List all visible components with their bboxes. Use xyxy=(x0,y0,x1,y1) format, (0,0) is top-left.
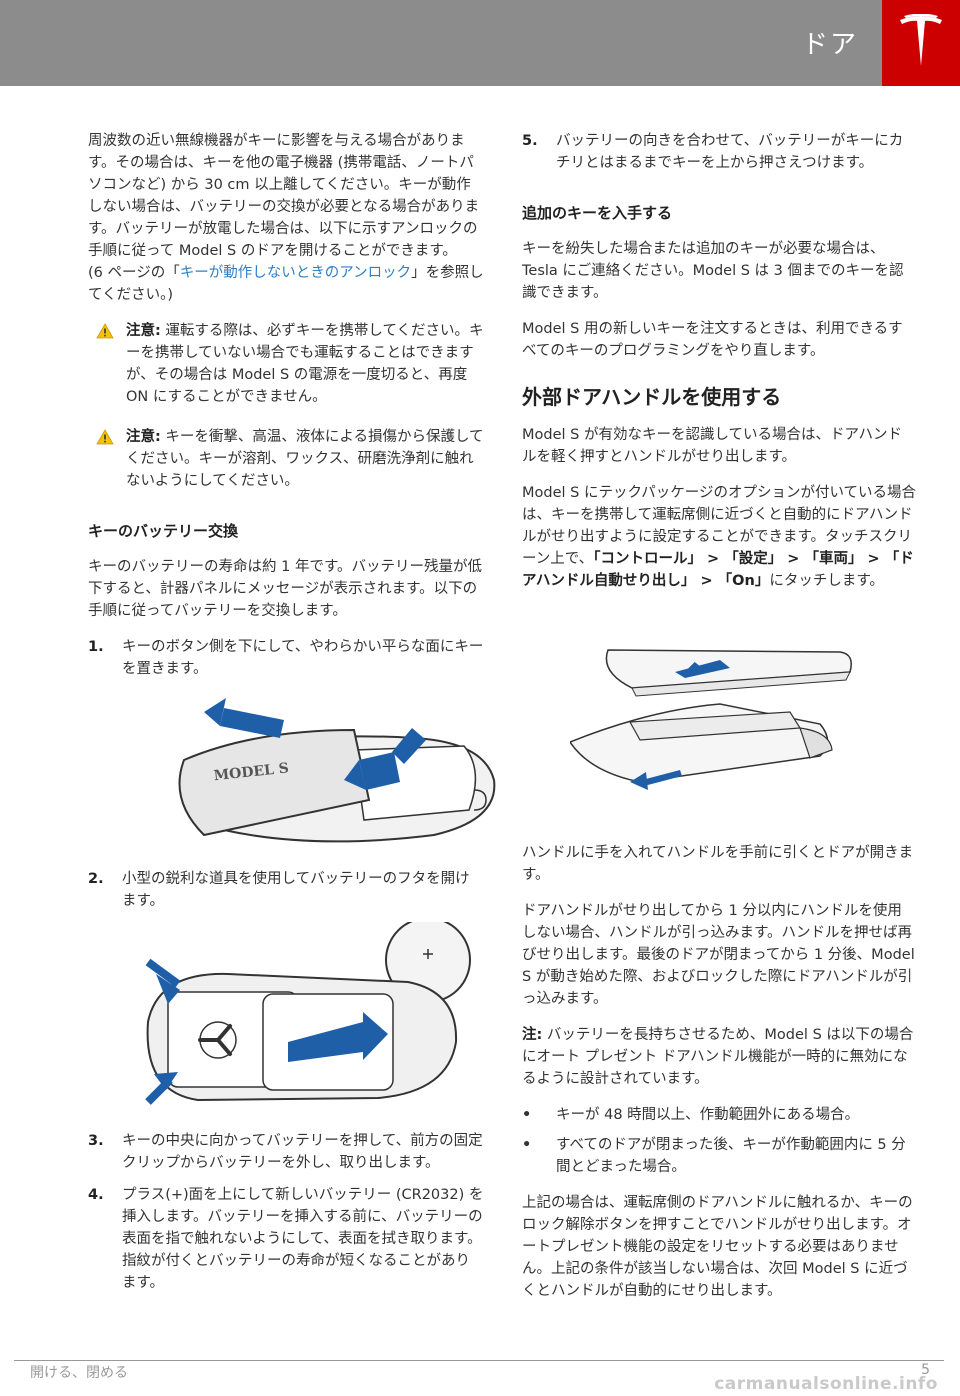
step-4: 4. プラス(+)面を上にして新しいバッテリー (CR2032) を挿入します。… xyxy=(88,1187,484,1291)
page-number: 5 xyxy=(921,1362,930,1378)
model-s-key-label: MODEL S xyxy=(213,760,290,784)
bullet-item: • すべてのドアが閉まった後、キーが作動範囲内に 5 分間とどまった場合。 xyxy=(522,1137,906,1175)
footer-section-name: 開ける、閉める xyxy=(30,1365,128,1381)
section-title: ドア xyxy=(801,30,858,60)
tesla-logo-icon xyxy=(900,14,942,66)
battery-cover-illustration xyxy=(145,922,471,1105)
pull-handle-paragraph: ハンドルに手を入れてハンドルを手前に引くとドアが開きます。 xyxy=(522,845,914,883)
page-header: ドア xyxy=(0,0,960,86)
step-1: 1. キーのボタン側を下にして、やわらかい平らな面にキーを置きます。 xyxy=(88,639,484,677)
warning-carry-key: 注意: 運転する際は、必ずキーを携帯してください。キーを携帯していない場合でも運… xyxy=(88,320,484,408)
closing-paragraph: 上記の場合は、運転席側のドアハンドルに触れるか、キーのロック解除ボタンを押すこと… xyxy=(522,1195,913,1299)
tesla-logo-box xyxy=(882,0,960,86)
right-column: 5. バッテリーの向きを合わせて、バッテリーがキーにカチリとはまるまでキーを上か… xyxy=(522,130,916,1316)
door-handle-paragraph-2: Model S にテックパッケージのオプションが付いている場合は、キーを携帯して… xyxy=(522,485,917,589)
warning-icon xyxy=(96,429,114,445)
note-paragraph: 注: バッテリーを長持ちさせるため、Model S は以下の場合にオート プレゼ… xyxy=(522,1027,914,1087)
extra-key-heading: 追加のキーを入手する xyxy=(522,204,673,222)
step-2: 2. 小型の鋭利な道具を使用してバッテリーのフタを開けます。 xyxy=(88,871,470,909)
door-handle-paragraph-1: Model S が有効なキーを認識している場合は、ドアハンドルを軽く押すとハンド… xyxy=(522,427,902,465)
footer-divider xyxy=(14,1360,944,1361)
watermark: carmanualsonline.info xyxy=(714,1374,938,1394)
extra-key-paragraph-1: キーを紛失した場合または追加のキーが必要な場合は、Tesla にご連絡ください。… xyxy=(522,241,904,301)
door-handle-heading: 外部ドアハンドルを使用する xyxy=(522,385,782,409)
door-handle-illustration xyxy=(570,649,852,790)
left-column: 周波数の近い無線機器がキーに影響を与える場合があります。その場合は、キーを他の電… xyxy=(88,130,496,1304)
warning-protect-key: 注意: キーを衝撃、高温、液体による損傷から保護してください。キーが溶剤、ワック… xyxy=(88,426,484,492)
settings-path: 「コントロール」 > 「設定」 > 「車両」 > 「ドアハンドル自動せり出し」 … xyxy=(522,551,914,589)
extra-key-paragraph-2: Model S 用の新しいキーを注文するときは、利用できるすべてのキーのプログラ… xyxy=(522,321,903,359)
warning-icon xyxy=(96,323,114,339)
retract-paragraph: ドアハンドルがせり出してから 1 分以内にハンドルを使用しない場合、ハンドルが引… xyxy=(522,903,915,1007)
battery-heading: キーのバッテリー交換 xyxy=(88,522,239,540)
bullet-item: • キーが 48 時間以上、作動範囲外にある場合。 xyxy=(522,1107,860,1123)
intro-paragraph: 周波数の近い無線機器がキーに影響を与える場合があります。その場合は、キーを他の電… xyxy=(88,133,484,303)
battery-intro: キーのバッテリーの寿命は約 1 年です。バッテリー残量が低下すると、計器パネルに… xyxy=(88,559,482,619)
key-flip-illustration: MODEL S xyxy=(178,698,496,843)
step-3: 3. キーの中央に向かってバッテリーを押して、前方の固定クリップからバッテリーを… xyxy=(88,1133,483,1171)
step-5: 5. バッテリーの向きを合わせて、バッテリーがキーにカチリとはまるまでキーを上か… xyxy=(522,133,904,171)
unlock-reference-link[interactable]: キーが動作しないときのアンロック xyxy=(179,265,412,281)
